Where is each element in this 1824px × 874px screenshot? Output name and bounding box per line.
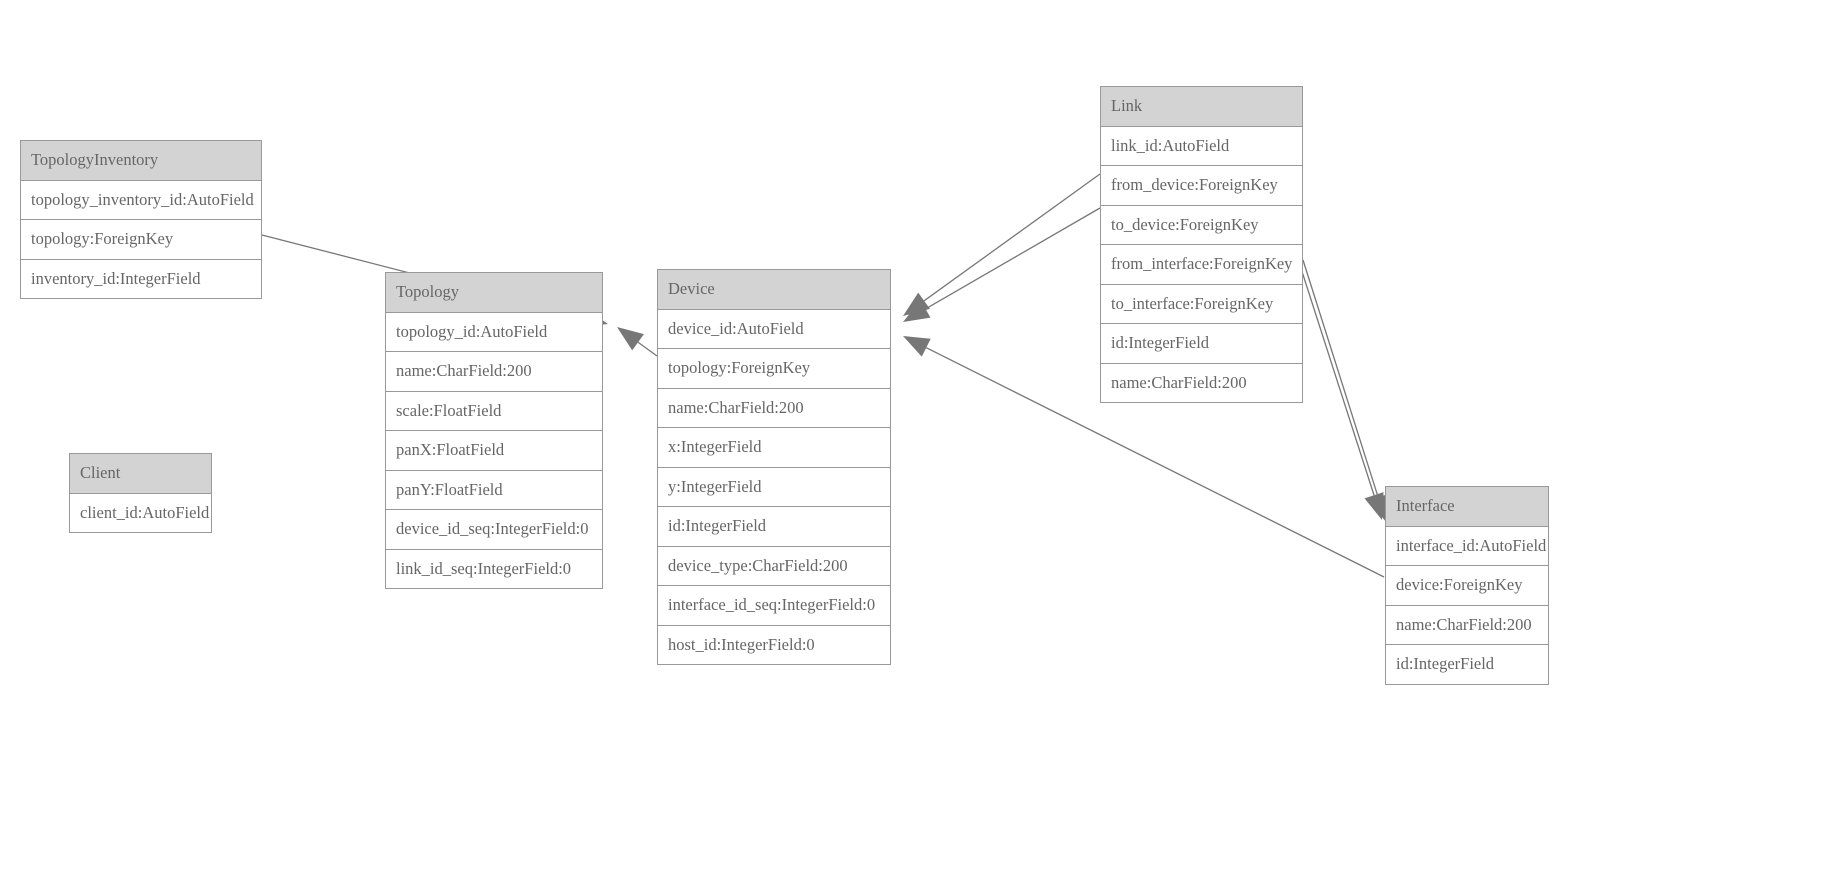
entity-field: to_device:ForeignKey — [1101, 206, 1302, 245]
relationship-line — [925, 207, 1101, 310]
entity-field: device_id_seq:IntegerField:0 — [386, 510, 602, 550]
entity-title-interface: Interface — [1386, 487, 1548, 527]
entity-field: device_id:AutoField — [658, 310, 890, 349]
rel-link-to-interface — [1302, 259, 1388, 522]
entity-field: device_type:CharField:200 — [658, 547, 890, 586]
entity-field: link_id_seq:IntegerField:0 — [396, 558, 572, 578]
entity-field: x:IntegerField — [658, 428, 890, 468]
entity-field: device:ForeignKey — [1386, 566, 1548, 606]
arrowhead-filled-triangle — [903, 292, 930, 316]
rel-link-to-device — [903, 207, 1101, 322]
rel-link-from-device — [903, 173, 1101, 316]
entity-title-link: Link — [1101, 87, 1302, 127]
entity-title-topology_inventory: TopologyInventory — [21, 141, 261, 181]
arrowhead-filled-triangle — [903, 336, 931, 357]
entity-field: name:CharField:200 — [1386, 606, 1548, 645]
entity-field: id:IntegerField — [1101, 324, 1302, 364]
arrowhead-filled-triangle — [1364, 492, 1384, 520]
entity-field: scale:FloatField — [386, 392, 602, 431]
entity-title-device: Device — [658, 270, 890, 310]
entity-field: interface_id:AutoField — [1386, 527, 1548, 566]
entity-field: from_interface:ForeignKey — [1101, 245, 1302, 285]
entity-field: panY:FloatField — [386, 471, 602, 510]
rel-device-topology — [617, 327, 658, 357]
entity-field: name:CharField:200 — [658, 389, 890, 428]
relationship-line — [1296, 255, 1375, 496]
entity-field: topology:ForeignKey — [21, 220, 261, 260]
entity-field: panX:FloatField — [386, 431, 602, 471]
entity-field: to_interface:ForeignKey — [1101, 285, 1302, 324]
relationship-line — [637, 341, 658, 357]
entity-field: link_id:AutoField — [1101, 127, 1302, 166]
entity-field: topology_inventory_id:AutoField — [21, 181, 261, 220]
entity-field: id:IntegerField — [1396, 654, 1495, 673]
entity-field: name:CharField:200 — [386, 352, 602, 392]
entity-field: id:IntegerField — [658, 507, 890, 547]
entity-field: client_id:AutoField — [80, 502, 210, 522]
rel-link-from-interface — [1296, 255, 1384, 520]
relationship-line — [1302, 259, 1379, 498]
entity-field: host_id:IntegerField:0 — [668, 634, 815, 654]
entity-title-client: Client — [70, 454, 211, 494]
entity-field: topology_id:AutoField — [386, 313, 602, 352]
entity-field: interface_id_seq:IntegerField:0 — [658, 586, 890, 626]
relationship-line — [923, 173, 1101, 302]
arrowhead-filled-triangle — [617, 327, 644, 351]
entity-field: topology:ForeignKey — [658, 349, 890, 389]
entity-field: inventory_id:IntegerField — [31, 268, 201, 288]
arrowhead-filled-triangle — [903, 300, 931, 322]
entity-client[interactable]: Client client_id:AutoField — [69, 453, 212, 533]
entity-field: y:IntegerField — [658, 468, 890, 507]
entity-field: from_device:ForeignKey — [1101, 166, 1302, 206]
entity-field: name:CharField:200 — [1111, 372, 1247, 392]
entity-title-topology: Topology — [386, 273, 602, 313]
